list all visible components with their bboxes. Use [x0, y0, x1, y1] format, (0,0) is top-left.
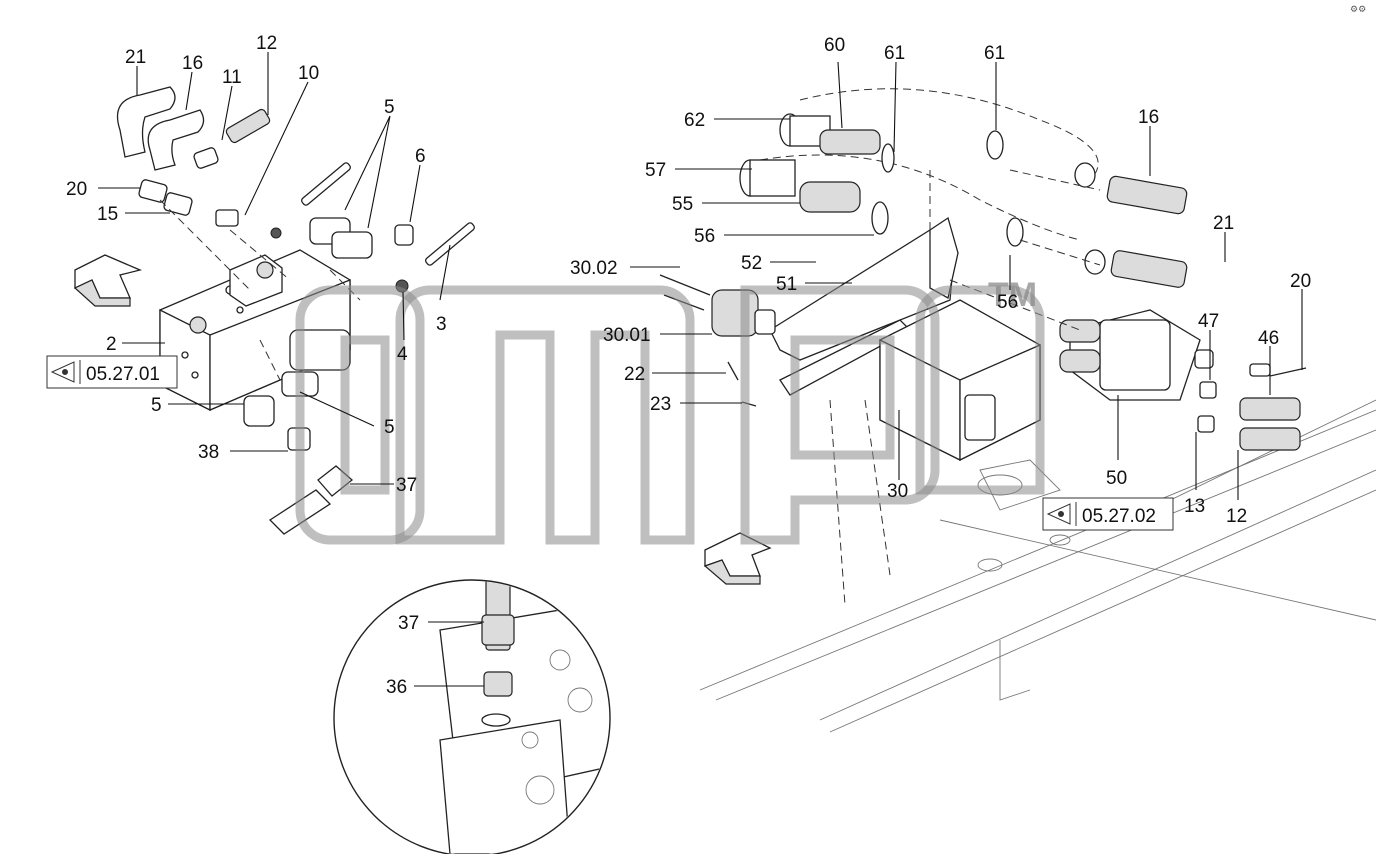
- callout-55: 55: [672, 194, 693, 215]
- callout-30-02: 30.02: [570, 258, 618, 279]
- coupling-assembly: [659, 88, 1307, 606]
- callout-13: 13: [1184, 496, 1205, 517]
- callout-16: 16: [182, 53, 203, 74]
- callout-6: 6: [415, 146, 426, 167]
- callout-60: 60: [824, 35, 845, 56]
- callout-56: 56: [694, 226, 715, 247]
- callout-37: 37: [398, 613, 419, 634]
- machine-frame: [699, 399, 1376, 733]
- callout-4: 4: [397, 344, 408, 365]
- callout-56: 56: [997, 292, 1018, 313]
- callout-5: 5: [151, 395, 162, 416]
- callout-21: 21: [1213, 213, 1234, 234]
- reference-label: 05.27.02: [1082, 506, 1156, 527]
- trademark-mark: TM: [988, 276, 1037, 314]
- brand-watermark: TM: [295, 276, 1045, 545]
- callout-50: 50: [1106, 468, 1127, 489]
- callout-46: 46: [1258, 328, 1279, 349]
- callout-20: 20: [1290, 271, 1311, 292]
- page-reference-05-27-01[interactable]: 05.27.01: [46, 355, 178, 389]
- callout-20: 20: [66, 179, 87, 200]
- valve-block-left: [159, 249, 351, 412]
- callout-62: 62: [684, 110, 705, 131]
- callout-47: 47: [1198, 311, 1219, 332]
- callout-3: 3: [436, 314, 447, 335]
- callout-57: 57: [645, 160, 666, 181]
- callout-37: 37: [396, 475, 417, 496]
- callout-5: 5: [384, 417, 395, 438]
- callout-30-01: 30.01: [603, 325, 651, 346]
- callout-30: 30: [887, 481, 908, 502]
- callout-2: 2: [106, 334, 117, 355]
- callout-61: 61: [984, 43, 1005, 64]
- detail-view-circle: [333, 579, 611, 854]
- callout-5: 5: [384, 97, 395, 118]
- callout-16: 16: [1138, 107, 1159, 128]
- callout-52: 52: [741, 253, 762, 274]
- callout-51: 51: [776, 274, 797, 295]
- leader-lines: [98, 52, 1303, 687]
- callout-36: 36: [386, 677, 407, 698]
- callout-61: 61: [884, 43, 905, 64]
- callout-labels: 21 16 12 11 10 5 6 20 15 3 2 4 5 5 38 37…: [66, 33, 1311, 698]
- callout-22: 22: [624, 364, 645, 385]
- callout-10: 10: [298, 63, 319, 84]
- page-reference-05-27-02[interactable]: 05.27.02: [1042, 497, 1174, 531]
- callout-38: 38: [198, 442, 219, 463]
- callout-23: 23: [650, 394, 671, 415]
- callout-12: 12: [256, 33, 277, 54]
- callout-12: 12: [1226, 506, 1247, 527]
- callout-15: 15: [97, 204, 118, 225]
- callout-11: 11: [222, 67, 242, 88]
- reference-label: 05.27.01: [86, 364, 160, 385]
- direction-arrow-left: [73, 254, 143, 307]
- corner-mark: ⚙⚙: [1350, 5, 1366, 15]
- callout-21: 21: [125, 47, 146, 68]
